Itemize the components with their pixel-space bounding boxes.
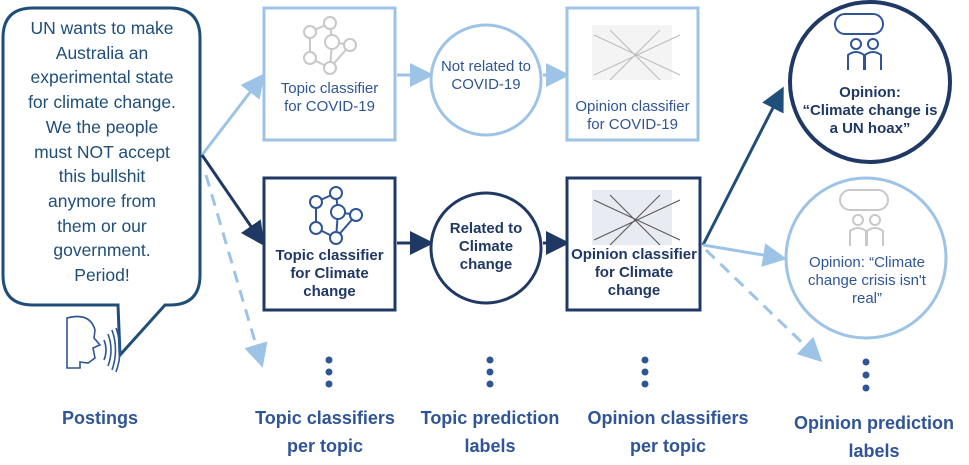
more-items-ellipsis [325, 356, 870, 392]
posting-line: government. [53, 240, 151, 261]
arrow-to-climate [200, 154, 265, 246]
posting-line: them or our [57, 215, 147, 236]
footer-opinion-labels: Opinion prediction labels [794, 413, 954, 461]
opinion-heading: Opinion: [839, 84, 901, 101]
footer-topic-labels: Topic prediction labels [420, 408, 560, 456]
footer-postings: Postings [61, 408, 138, 428]
posting-line: experimental state [30, 67, 174, 88]
footer-opinion-classifiers: Opinion classifiers per topic [587, 408, 749, 456]
footer-topic-classifiers: Topic classifiers per topic [255, 408, 395, 456]
opinion-hoax-label: Opinion: “Climate change is a UN hoax” [800, 84, 940, 138]
posting-line: for climate change. [28, 92, 176, 113]
deep-network-icon [592, 25, 681, 81]
speech-bubble [1, 6, 202, 359]
neural-network-icon [303, 16, 357, 75]
climate-topic-box [262, 176, 397, 312]
covid-opinion-label: Opinion classifier for COVID-19 [575, 98, 690, 133]
arrow-to-covid [200, 73, 265, 156]
posting-line: We the people [45, 116, 159, 137]
covid-prediction-circle [429, 23, 543, 137]
people-opinion-icon [834, 13, 884, 70]
arrow-to-others [204, 174, 268, 368]
opinion-circle-crisis [784, 176, 948, 340]
climate-prediction-label: Related to Climate change [449, 220, 523, 273]
opinion-circle-hoax [788, 0, 952, 164]
opinion-text: “Climate change is a UN hoax” [802, 102, 938, 137]
people-opinion-icon [839, 189, 889, 246]
posting-line: Australia an [55, 42, 149, 63]
opinion-crisis-label: Opinion: “Climate change crisis isn't re… [808, 254, 926, 307]
posting-line: anymore from [48, 190, 156, 211]
covid-topic-label: Topic classifier for COVID-19 [280, 80, 379, 115]
posting-line: UN wants to make [30, 18, 174, 38]
neural-network-icon [309, 186, 363, 245]
climate-prediction-circle [429, 191, 543, 305]
deep-network-icon [592, 190, 681, 246]
climate-opinion-label: Opinion classifier for Climate change [571, 246, 697, 299]
covid-prediction-label: Not related to COVID-19 [440, 58, 532, 93]
posting-line: this bullshit [58, 166, 146, 187]
posting-line: must NOT accept [34, 141, 170, 162]
posting-text: UN wants to make Australia an experiment… [8, 16, 196, 288]
speaking-head-icon [66, 315, 121, 373]
posting-line: Period! [74, 265, 130, 286]
climate-topic-label: Topic classifier for Climate change [275, 247, 384, 300]
